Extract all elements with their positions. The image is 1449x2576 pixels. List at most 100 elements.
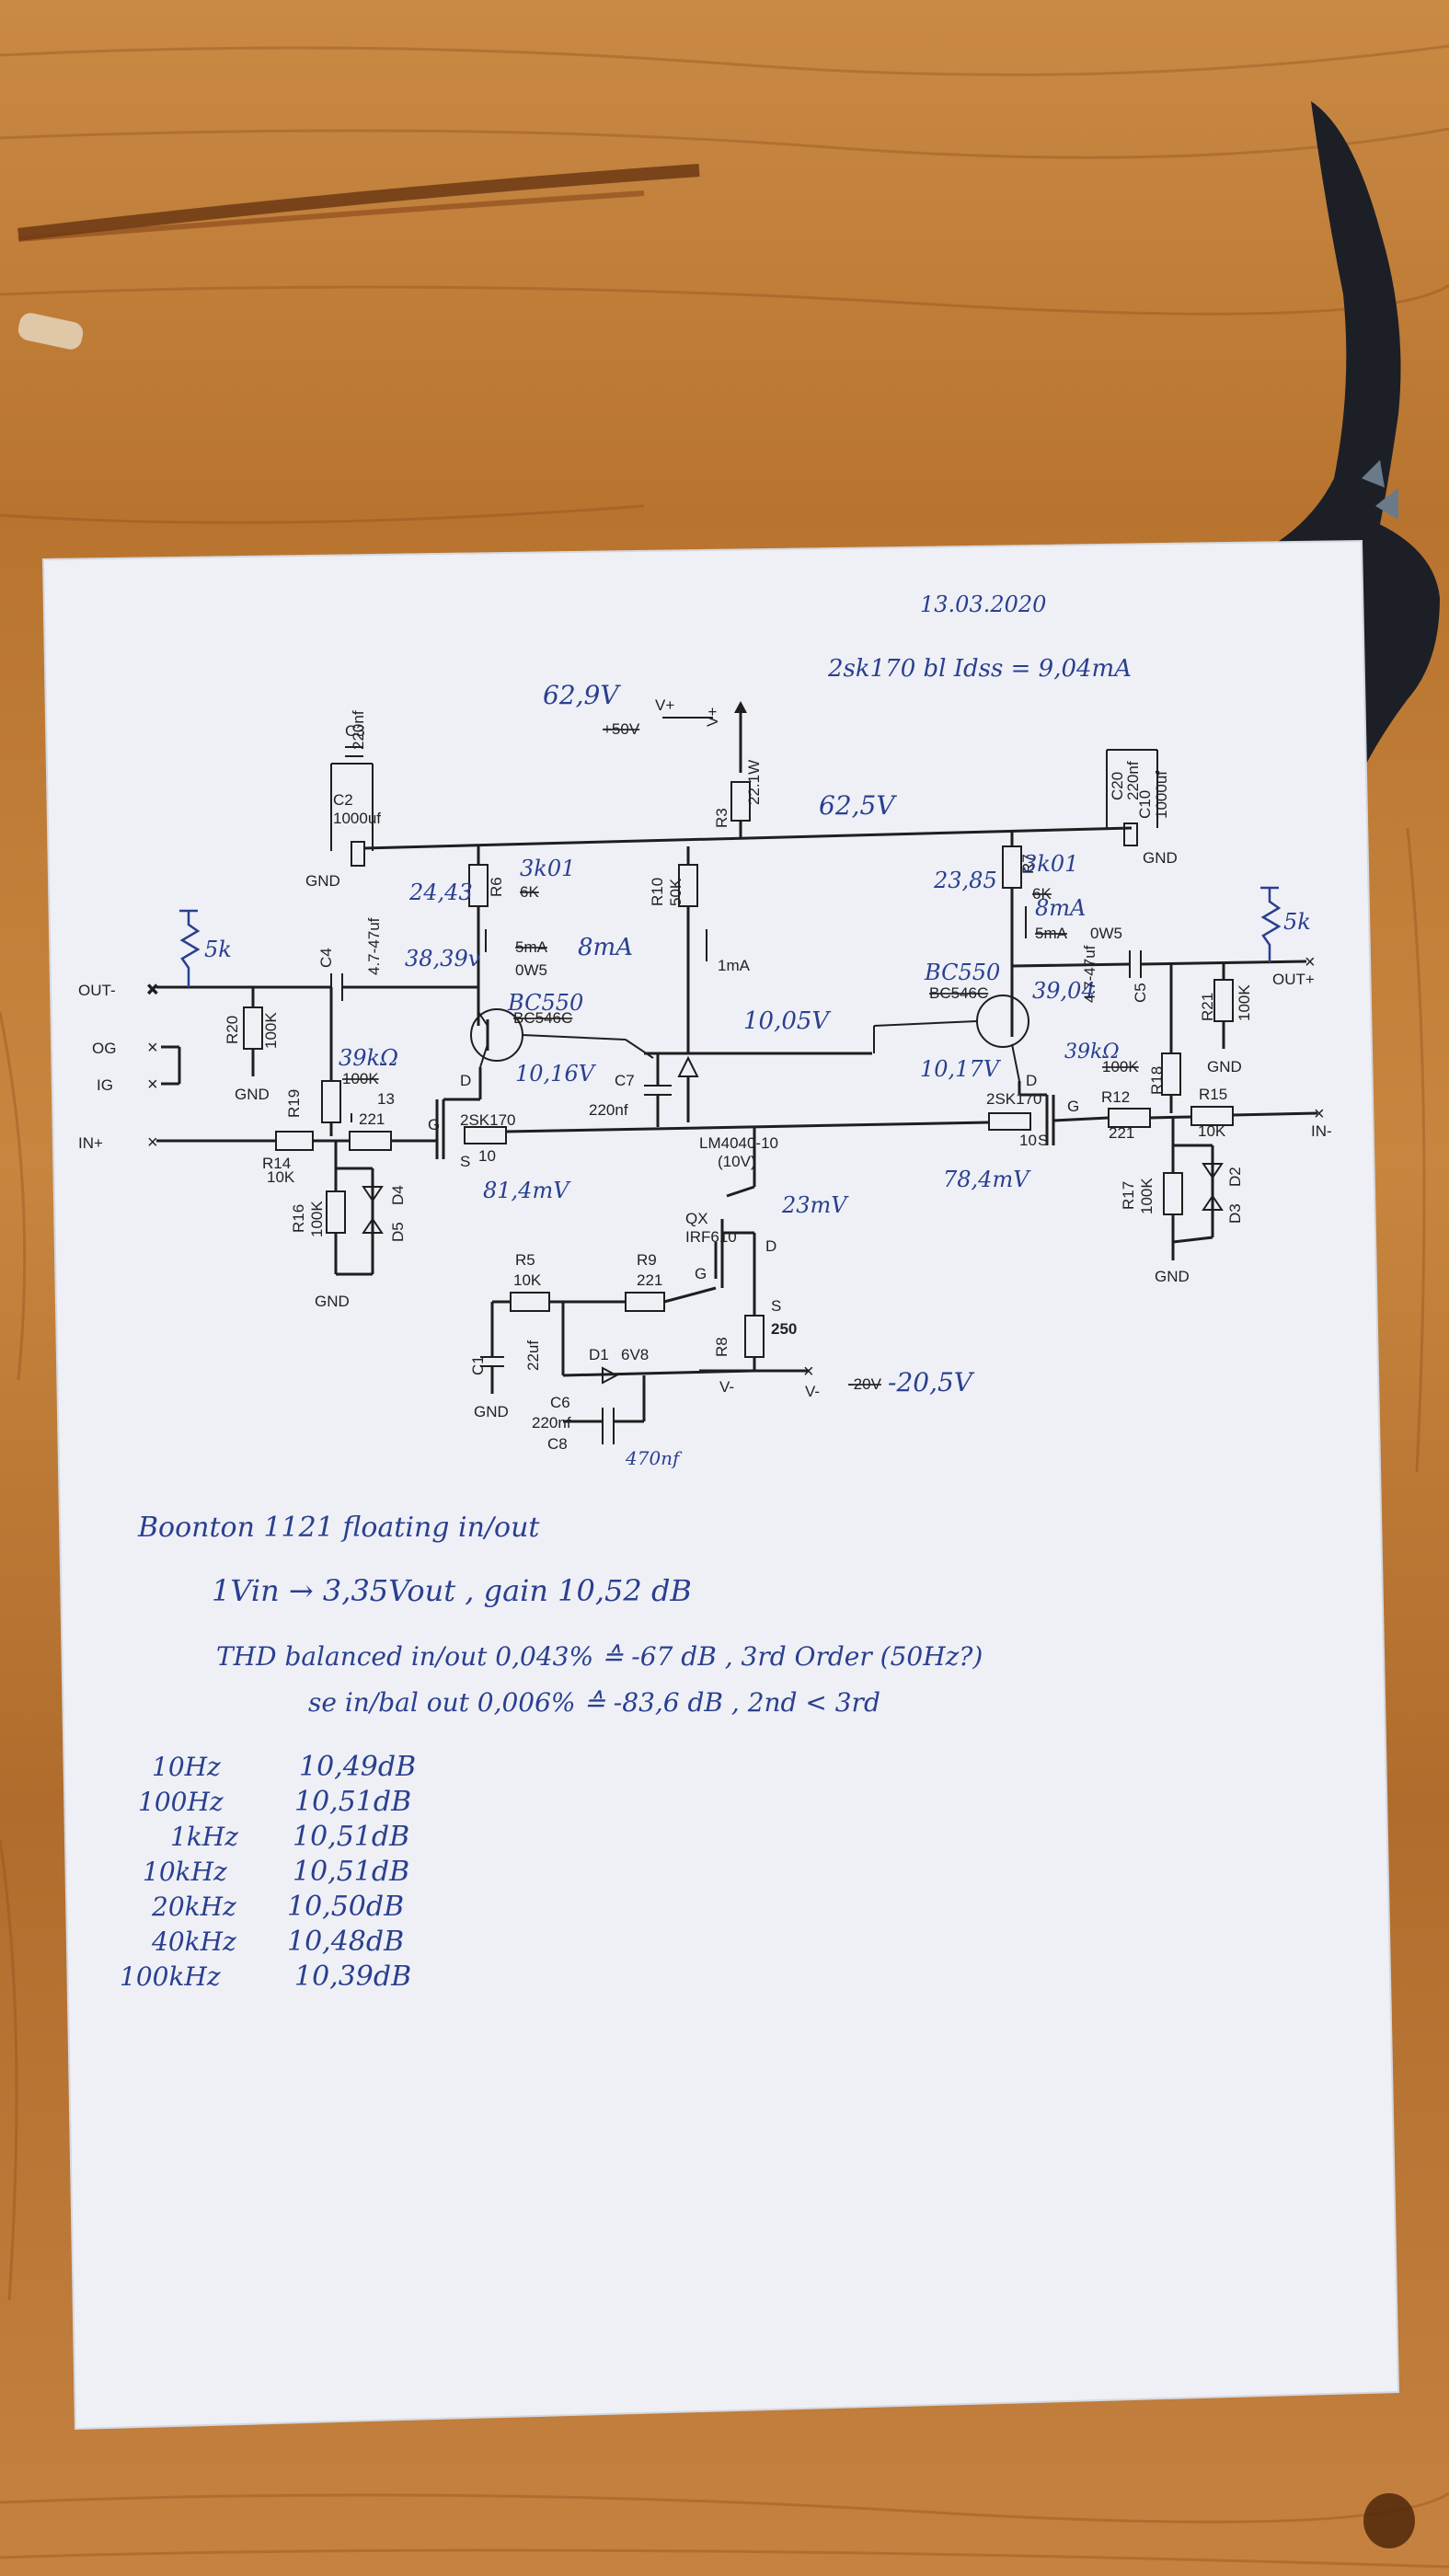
c20-value: 220nf <box>1124 761 1142 800</box>
out-plus-path: × OUT+ C5 4.7-47uf R21 100K GND 5k <box>1011 886 1316 1075</box>
port-og: OG <box>92 1040 116 1057</box>
right-jfet-g: G <box>1067 1098 1079 1115</box>
left-rs-value: 10 <box>478 1147 496 1165</box>
r6-resistor: R6 3k01 6K 24,43 5mA 8mA 0W5 38,39v <box>405 846 633 1026</box>
qx-drain-voltage: 23mV <box>781 1192 849 1218</box>
port-in-minus: IN- <box>1311 1122 1332 1140</box>
r6-label: R6 <box>488 877 505 897</box>
r7-top-voltage: 23,85 <box>933 868 997 893</box>
r12-value: 221 <box>1109 1124 1134 1142</box>
left-power: 0W5 <box>515 961 547 979</box>
right-jfet: D 2SK170 G 10 S 78,4mV <box>943 1072 1079 1192</box>
r14-value: 10K <box>267 1168 295 1186</box>
r13-label: 13 <box>377 1090 395 1108</box>
r18-old: 100K <box>1102 1058 1139 1075</box>
r9-label: R9 <box>637 1251 657 1269</box>
r8-value: 250 <box>771 1320 797 1338</box>
r7-label: R7 <box>1019 854 1037 874</box>
c1-value: 22uf <box>524 1340 542 1371</box>
vminus-measured: -20,5V <box>888 1367 975 1397</box>
r18-value: 39kΩ <box>1064 1041 1120 1064</box>
freq-row-gain: 10,51dB <box>294 1786 411 1818</box>
c3-label: C3 <box>345 722 365 740</box>
r6-value: 3k01 <box>520 856 575 881</box>
vplus-measured: 62,9V <box>543 680 621 710</box>
c3-value: 220nf <box>350 710 367 750</box>
right-emitter-voltage: 10,17V <box>920 1056 1002 1082</box>
c8-value: 470nf <box>625 1447 683 1469</box>
freq-row-frequency: 1kHz <box>170 1822 238 1852</box>
freq-row-gain: 10,50dB <box>287 1891 404 1923</box>
c10-label: C10 <box>1136 790 1154 819</box>
fet-idss-note: 2sk170 bl Idss = 9,04mA <box>827 655 1132 683</box>
r17-label: R17 <box>1120 1181 1137 1210</box>
gnd-c2: GND <box>305 872 340 890</box>
r13-value: 221 <box>359 1110 385 1128</box>
right-jfet-part: 2SK170 <box>986 1090 1042 1108</box>
c5-value: 4.7-47uf <box>1081 945 1098 1003</box>
d3-label: D3 <box>1226 1203 1244 1224</box>
vplus-node-voltage: 62,5V <box>819 790 897 821</box>
r10-value: 50K <box>667 878 684 906</box>
d1-label: D1 <box>589 1346 609 1363</box>
right-q-part: BC550 <box>924 960 1000 985</box>
qx-s: S <box>771 1297 781 1315</box>
c5-label: C5 <box>1132 983 1149 1003</box>
vminus-old: -20V <box>848 1375 882 1393</box>
left-current: 8mA <box>578 934 633 961</box>
vplus-old: +50V <box>603 720 640 738</box>
r7-resistor: R7 3k01 6K 23,85 8mA 5mA 0W5 <box>933 831 1122 1021</box>
r3-value: 22.1W <box>745 760 763 805</box>
ref-ic-volt: (10V) <box>718 1153 756 1170</box>
freq-row-frequency: 10Hz <box>152 1752 221 1782</box>
source-bus <box>505 1121 990 1133</box>
cross-in-plus: × <box>147 1133 158 1153</box>
c8-label: C8 <box>547 1435 568 1453</box>
vminus-rail: × V- V- -20V -20,5V <box>699 1362 975 1400</box>
vplus-label-2: V+ <box>704 707 721 727</box>
og-ig-terminals: OG IG × × <box>92 1038 181 1095</box>
port-out-plus: OUT+ <box>1272 971 1315 988</box>
vplus-label: V+ <box>655 696 674 714</box>
r16-d4-d5: R16 100K D4 D5 GND <box>290 1141 407 1310</box>
ref-voltage: 10,05V <box>743 1007 831 1035</box>
left-q-part: BC550 <box>507 990 583 1016</box>
freq-row-frequency: 100Hz <box>138 1787 224 1817</box>
r5-value: 10K <box>513 1271 542 1289</box>
qx-label: QX <box>685 1210 708 1227</box>
r6-old: 6K <box>520 883 539 901</box>
freq-row: 10Hz 10,49dB <box>152 1751 416 1783</box>
port-ig: IG <box>97 1076 113 1094</box>
notes-thd-se: se in/bal out 0,006% ≙ -83,6 dB , 2nd < … <box>308 1687 880 1718</box>
right-collector-voltage: 39,04 <box>1032 978 1096 1004</box>
gnd-c1: GND <box>474 1403 509 1420</box>
r3-label: R3 <box>713 808 730 828</box>
freq-row-frequency: 10kHz <box>143 1857 227 1887</box>
notes-gain: 1Vin → 3,35Vout , gain 10,52 dB <box>212 1573 692 1608</box>
c6-label: C6 <box>550 1394 570 1411</box>
r20-value: 100K <box>262 1012 280 1049</box>
right-rs-value: 10 <box>1019 1132 1037 1149</box>
r20-label: R20 <box>224 1016 241 1044</box>
freq-row-frequency: 40kHz <box>151 1926 236 1957</box>
left-emitter-voltage: 10,16V <box>515 1061 597 1087</box>
ref-ic-part: LM4040-10 <box>699 1134 778 1152</box>
d4-label: D4 <box>389 1185 407 1205</box>
cross-out-minus: × <box>147 980 158 1000</box>
gnd-r17: GND <box>1155 1268 1190 1285</box>
right-transistor-bc550: BC550 BC546C 39,04 10,17V <box>873 960 1096 1082</box>
r21-value: 100K <box>1236 984 1253 1021</box>
c2-label: C2 <box>333 791 353 809</box>
in-plus-path: IN+ × R14 10K 13 221 <box>78 1090 437 1186</box>
measurement-notes: Boonton 1121 floating in/out 1Vin → 3,35… <box>137 1512 983 1718</box>
notes-thd-balanced: THD balanced in/out 0,043% ≙ -67 dB , 3r… <box>216 1641 983 1672</box>
freq-row-gain: 10,49dB <box>299 1751 416 1783</box>
r16-label: R16 <box>290 1204 307 1233</box>
d1-value: 6V8 <box>621 1346 649 1363</box>
right-load: 5k <box>1283 909 1311 935</box>
out-minus-path: C4 4.7-47uf OUT- × 5k <box>78 909 478 1001</box>
